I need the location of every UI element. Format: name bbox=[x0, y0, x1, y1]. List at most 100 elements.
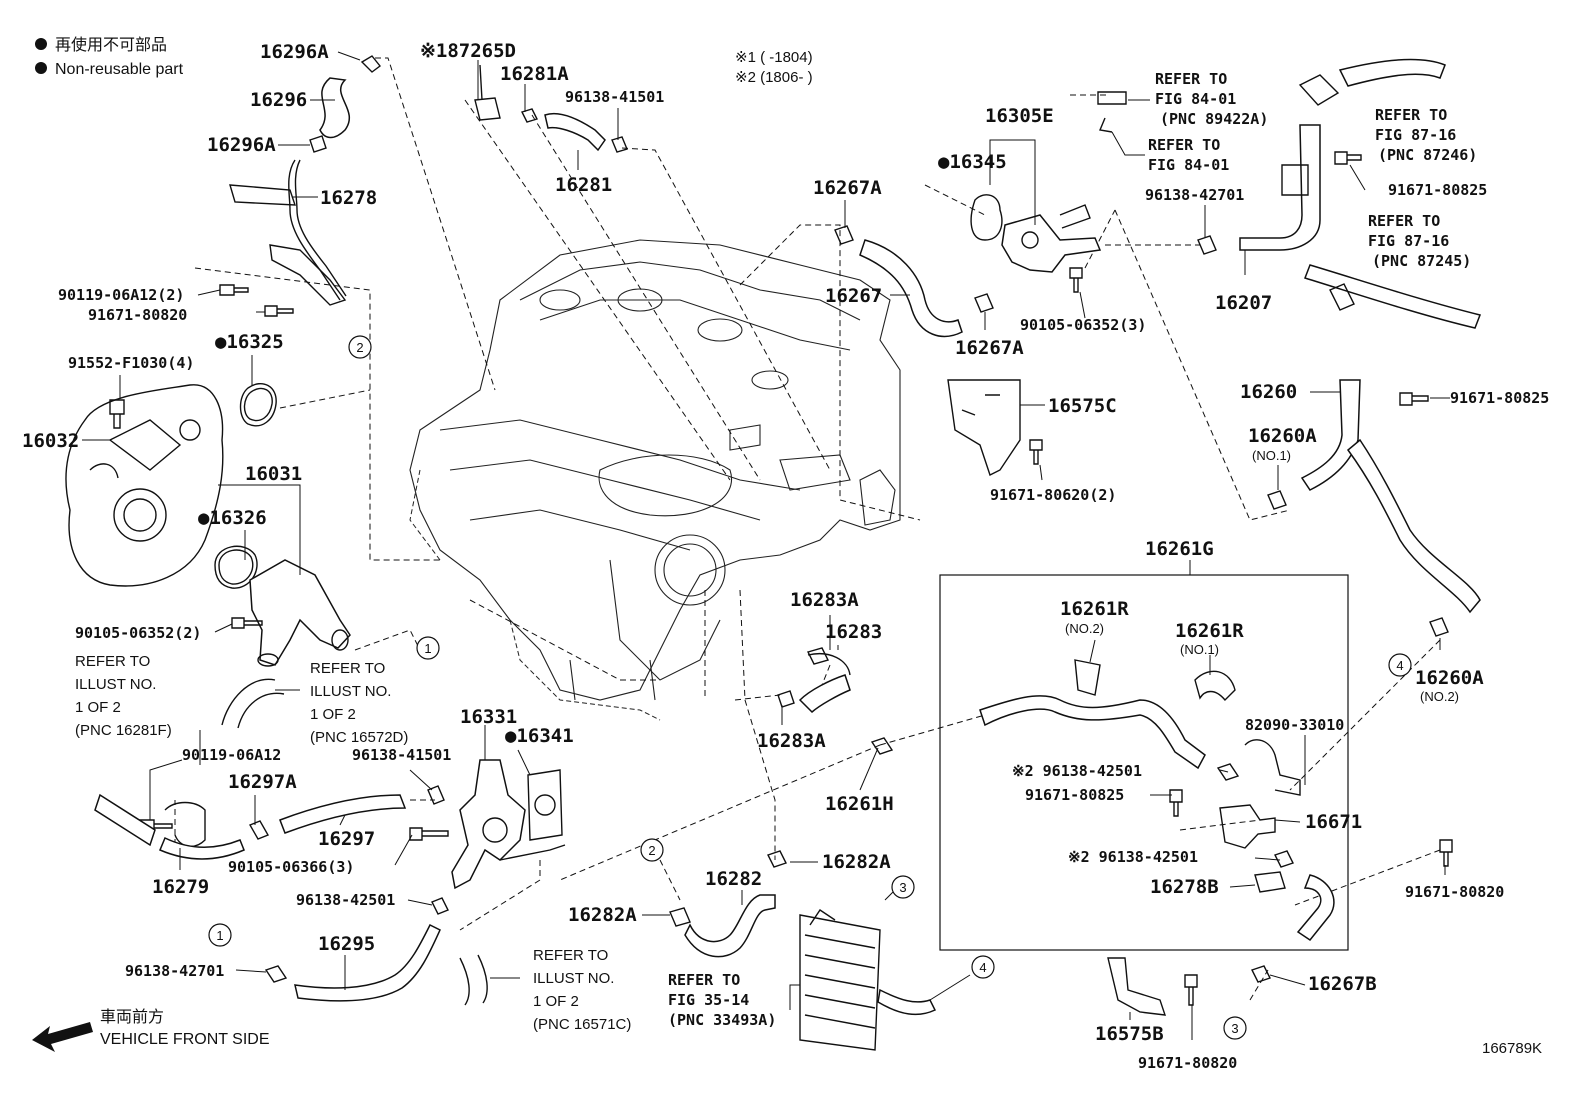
part-label: 96138-41501 bbox=[352, 746, 451, 764]
part-label: 82090-33010 bbox=[1245, 716, 1344, 734]
ref-fig87a-line2: FIG 87-16 bbox=[1375, 126, 1456, 144]
legend: 再使用不可部品 Non-reusable part bbox=[35, 36, 184, 78]
circle-ref-2b-text: 2 bbox=[648, 843, 655, 858]
part-label: 16283 bbox=[825, 621, 882, 643]
ref-fig35-line3: (PNC 33493A) bbox=[668, 1011, 776, 1029]
part-label: 16267A bbox=[955, 337, 1024, 359]
part-label: 16261G bbox=[1145, 538, 1214, 560]
ref-fig87b-line2: FIG 87-16 bbox=[1368, 232, 1449, 250]
circle-ref-2a bbox=[348, 335, 372, 359]
part-label: 16283A bbox=[757, 730, 826, 752]
ref-fig84b-line2: FIG 84-01 bbox=[1148, 156, 1229, 174]
part-label: 16267 bbox=[825, 285, 882, 307]
part-label: 96138-42501 bbox=[296, 891, 395, 909]
direction-jp: 車両前方 bbox=[100, 1008, 164, 1026]
vehicle-front-indicator: 車両前方 VEHICLE FRONT SIDE bbox=[32, 1008, 270, 1052]
part-label: 16296 bbox=[250, 89, 307, 111]
part-label: 16282A bbox=[568, 904, 637, 926]
part-label: 16296A bbox=[260, 41, 329, 63]
part-label-sub: (NO.1) bbox=[1252, 448, 1291, 463]
part-label: 16260A bbox=[1248, 425, 1317, 447]
part-label: 91671-80820 bbox=[1138, 1054, 1237, 1072]
ref-fig84a-line3: (PNC 89422A) bbox=[1160, 110, 1268, 128]
part-label: 16261R bbox=[1175, 620, 1244, 642]
part-label: 16278B bbox=[1150, 876, 1219, 898]
part-label: 16282A bbox=[822, 851, 891, 873]
upper-right-parts bbox=[1239, 58, 1482, 637]
ref-illust572d-line3: 1 OF 2 bbox=[310, 706, 356, 723]
part-label: ※187265D bbox=[420, 40, 516, 62]
part-label: 96138-42701 bbox=[125, 962, 224, 980]
part-label: 16283A bbox=[790, 589, 859, 611]
part-label: 16260 bbox=[1240, 381, 1297, 403]
ref-fig84b-line1: REFER TO bbox=[1148, 136, 1220, 154]
part-label: 16267B bbox=[1308, 973, 1377, 995]
part-label: 16282 bbox=[705, 868, 762, 890]
part-label: 96138-42701 bbox=[1145, 186, 1244, 204]
part-label: 90105-06352(2) bbox=[75, 624, 201, 642]
ref-illust281f-line2: ILLUST NO. bbox=[75, 676, 156, 693]
applicability-notes: ※1 ( -1804) ※2 (1806- ) bbox=[735, 49, 813, 86]
part-label: 16261H bbox=[825, 793, 894, 815]
part-label-sub: (NO.2) bbox=[1065, 621, 1104, 636]
legend-en: Non-reusable part bbox=[55, 61, 184, 78]
part-label: 16031 bbox=[245, 463, 302, 485]
legend-jp: 再使用不可部品 bbox=[55, 36, 167, 54]
ref-fig87b-line3: (PNC 87245) bbox=[1372, 252, 1471, 270]
ref-illust571c-line2: ILLUST NO. bbox=[533, 970, 614, 987]
circle-ref-4a-text: 4 bbox=[1396, 658, 1403, 673]
part-label: ※2 96138-42501 bbox=[1012, 762, 1142, 780]
circle-ref-2b bbox=[640, 838, 664, 862]
circle-refs: 2 1 1 2 3 3 4 4 bbox=[208, 335, 1412, 1040]
part-label: 16267A bbox=[813, 177, 882, 199]
circle-ref-4a bbox=[1388, 653, 1412, 677]
part-label: 16297A bbox=[228, 771, 297, 793]
part-label: 91671-80620(2) bbox=[990, 486, 1116, 504]
part-label: 16295 bbox=[318, 933, 375, 955]
ref-illust571c-line3: 1 OF 2 bbox=[533, 993, 579, 1010]
reference-notes: REFER TO FIG 84-01 (PNC 89422A) REFER TO… bbox=[75, 70, 1477, 1033]
part-label: 16331 bbox=[460, 706, 517, 728]
upper-middle-parts bbox=[474, 64, 1217, 476]
ref-illust281f-line1: REFER TO bbox=[75, 653, 150, 670]
part-label: ●16345 bbox=[938, 151, 1007, 173]
ref-illust572d-line4: (PNC 16572D) bbox=[310, 729, 408, 746]
circle-ref-2a-text: 2 bbox=[356, 340, 363, 355]
engine-block bbox=[409, 239, 901, 721]
part-label: 90105-06352(3) bbox=[1020, 316, 1146, 334]
part-label: 16297 bbox=[318, 828, 375, 850]
part-label-sub: (NO.1) bbox=[1180, 642, 1219, 657]
leader-lines bbox=[82, 51, 1450, 1040]
part-label: ※2 96138-42501 bbox=[1068, 848, 1198, 866]
ref-fig87a-line3: (PNC 87246) bbox=[1378, 146, 1477, 164]
illustration-code: 166789K bbox=[1482, 1040, 1542, 1057]
part-label-sub: (NO.2) bbox=[1420, 689, 1459, 704]
ref-fig35-line2: FIG 35-14 bbox=[668, 991, 749, 1009]
part-label: ●16325 bbox=[215, 331, 284, 353]
part-label: 16671 bbox=[1305, 811, 1362, 833]
circle-ref-3b bbox=[1223, 1016, 1247, 1040]
part-label: 91671-80820 bbox=[1405, 883, 1504, 901]
ref-illust572d-line1: REFER TO bbox=[310, 660, 385, 677]
part-label: 16261R bbox=[1060, 598, 1129, 620]
part-label: 16296A bbox=[207, 134, 276, 156]
ref-fig84a-line1: REFER TO bbox=[1155, 70, 1227, 88]
part-label: 91552-F1030(4) bbox=[68, 354, 194, 372]
circle-ref-1b-text: 1 bbox=[216, 928, 223, 943]
part-label: 90119-06A12(2) bbox=[58, 286, 184, 304]
bottom-right-parts bbox=[1107, 839, 1453, 1016]
part-label: 16278 bbox=[320, 187, 377, 209]
part-label: 16032 bbox=[22, 430, 79, 452]
part-label: 16575C bbox=[1048, 395, 1117, 417]
part-labels: 16296A 16296 16296A 16278 ※187265D 16281… bbox=[22, 40, 1549, 1072]
circle-ref-1a bbox=[416, 636, 440, 660]
part-label: 90119-06A12 bbox=[182, 746, 281, 764]
ref-illust572d-line2: ILLUST NO. bbox=[310, 683, 391, 700]
hose-subassembly-box bbox=[939, 574, 1349, 951]
ref-fig87a-line1: REFER TO bbox=[1375, 106, 1447, 124]
circle-ref-1a-text: 1 bbox=[424, 641, 431, 656]
direction-en: VEHICLE FRONT SIDE bbox=[100, 1031, 270, 1048]
part-label: 96138-41501 bbox=[565, 88, 664, 106]
